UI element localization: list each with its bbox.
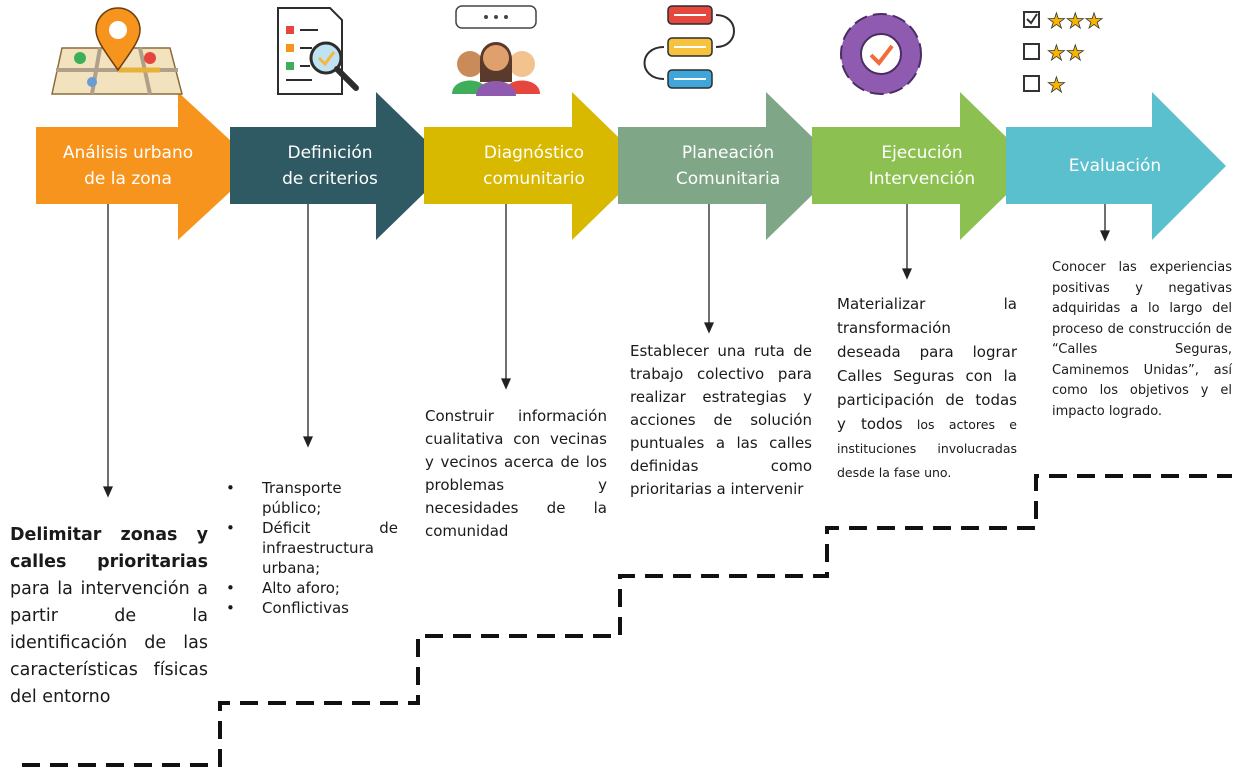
stage-label-line1: Análisis urbano [62, 143, 194, 163]
connector-arrowhead-5 [901, 268, 913, 280]
stage-label-line2: Comunitaria [675, 169, 781, 189]
stage-label-line2: de la zona [84, 169, 172, 189]
stage-label-ejecucion: Ejecución Intervención [834, 134, 1010, 198]
connector-arrowhead-1 [102, 486, 114, 498]
description-stage5: Materializar la transformación deseada p… [837, 292, 1017, 484]
description-stage1-rest: para la intervención a partir de la iden… [10, 579, 208, 707]
stage-icons: ★★★ ★★ ★ [51, 5, 1104, 97]
description-stage1-bold: Delimitar zonas y calles prioritarias [10, 525, 208, 572]
svg-text:★★: ★★ [1047, 41, 1085, 65]
document-search-icon [277, 7, 359, 95]
stage-arrow-2 [230, 92, 452, 240]
svg-text:★: ★ [1047, 73, 1066, 97]
stage-label-diagnostico: Diagnóstico comunitario [446, 134, 622, 198]
stage-label-line2: comunitario [483, 169, 585, 189]
stage-label-line2: Intervención [868, 169, 976, 189]
description-stage5-main: Materializar la transformación deseada p… [837, 295, 1017, 433]
list-item: Alto aforo; [226, 578, 398, 598]
stage-label-line1: Definición [287, 143, 373, 163]
description-stage1: Delimitar zonas y calles prioritarias pa… [10, 522, 208, 711]
stage-arrow-4 [618, 92, 842, 240]
list-item: Conflictivas [226, 598, 398, 618]
description-stage3: Construir información cualitativa con ve… [425, 405, 607, 543]
community-chat-icon [452, 5, 540, 96]
stage-label-line1: Evaluación [1068, 156, 1162, 176]
stage-label-line1: Diagnóstico [483, 143, 585, 163]
stage-label-line1: Ejecución [881, 143, 963, 163]
description-stage6: Conocer las experiencias positivas y neg… [1052, 258, 1232, 422]
flow-list-icon [643, 5, 735, 89]
star-rating-icon: ★★★ ★★ ★ [1023, 9, 1104, 97]
description-stage6-text: Conocer las experiencias positivas y neg… [1052, 260, 1232, 419]
stage-arrow-6 [1006, 92, 1226, 240]
stage-label-definicion: Definición de criterios [242, 134, 418, 198]
connector-arrowhead-3 [500, 378, 512, 390]
svg-text:★★★: ★★★ [1047, 9, 1103, 33]
description-stage3-text: Construir información cualitativa con ve… [425, 407, 607, 540]
criteria-list: Transporte público; Déficit de infraestr… [226, 478, 398, 618]
description-stage4-text: Establecer una ruta de trabajo colectivo… [630, 342, 812, 498]
list-item: Transporte público; [226, 478, 398, 518]
stage-label-line2: de criterios [282, 169, 378, 189]
stage-label-planeacion: Planeación Comunitaria [640, 134, 816, 198]
stage-arrow-5 [812, 92, 1036, 240]
description-stage5-small: los actores e instituciones involucradas… [837, 417, 1017, 480]
map-pin-icon [51, 7, 183, 95]
connector-arrowhead-4 [703, 322, 715, 334]
stage-label-line1: Planeación [681, 143, 775, 163]
description-stage4: Establecer una ruta de trabajo colectivo… [630, 340, 812, 501]
stage-arrow-3 [424, 92, 648, 240]
stage-arrow-1 [36, 92, 258, 240]
gear-check-icon [840, 13, 922, 95]
stage-label-analisis: Análisis urbano de la zona [40, 134, 216, 198]
list-item: Déficit de infraestructura urbana; [226, 518, 398, 578]
connector-arrowhead-6 [1099, 230, 1111, 242]
stage-label-evaluacion: Evaluación [1030, 134, 1200, 198]
connector-arrowhead-2 [302, 436, 314, 448]
